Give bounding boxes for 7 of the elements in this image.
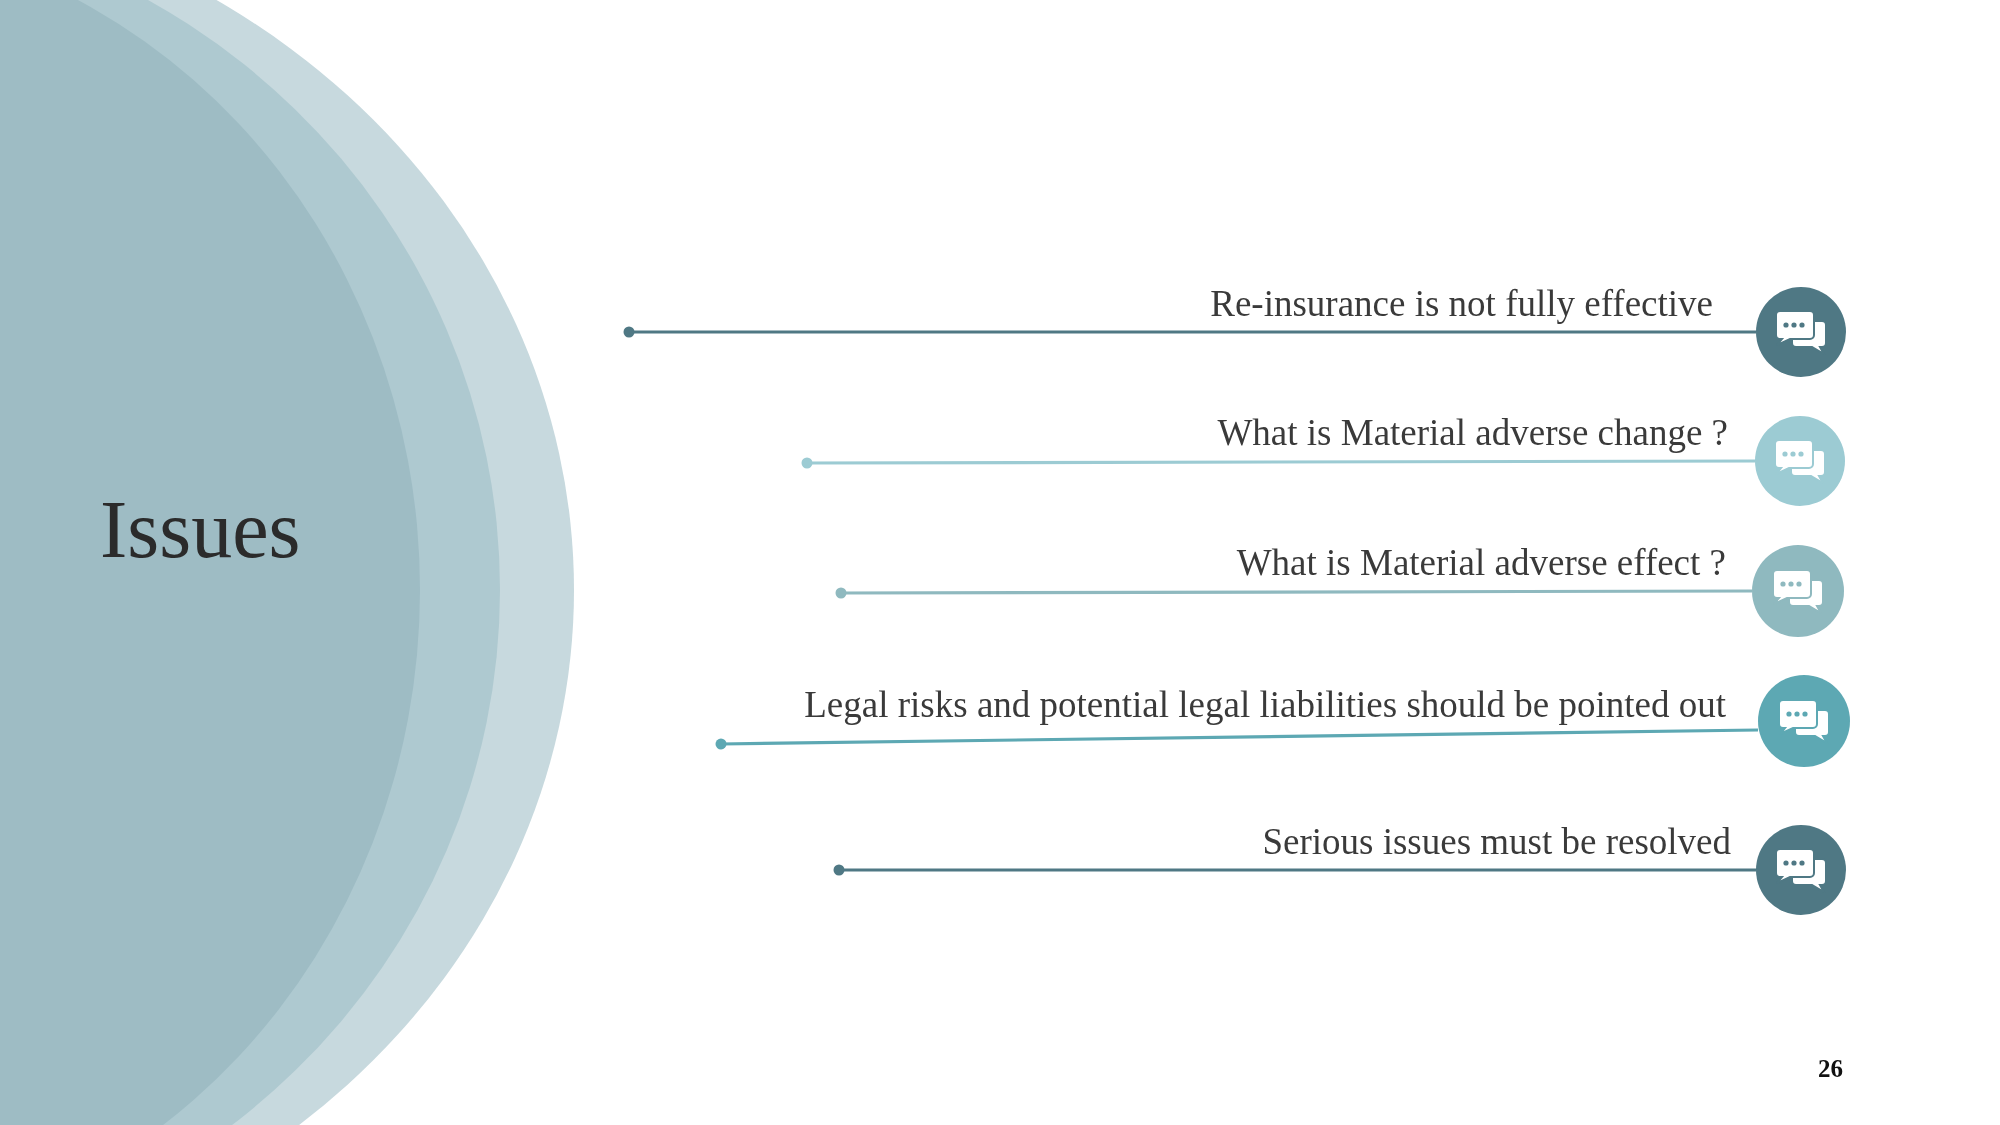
connector-line (801, 457, 1755, 469)
connector-line (623, 326, 1756, 338)
connector-line (715, 728, 1759, 750)
title: Issues (100, 485, 301, 576)
connector-line (833, 864, 1756, 876)
page-number: 26 (1818, 1055, 1843, 1083)
connector-line (835, 587, 1752, 599)
